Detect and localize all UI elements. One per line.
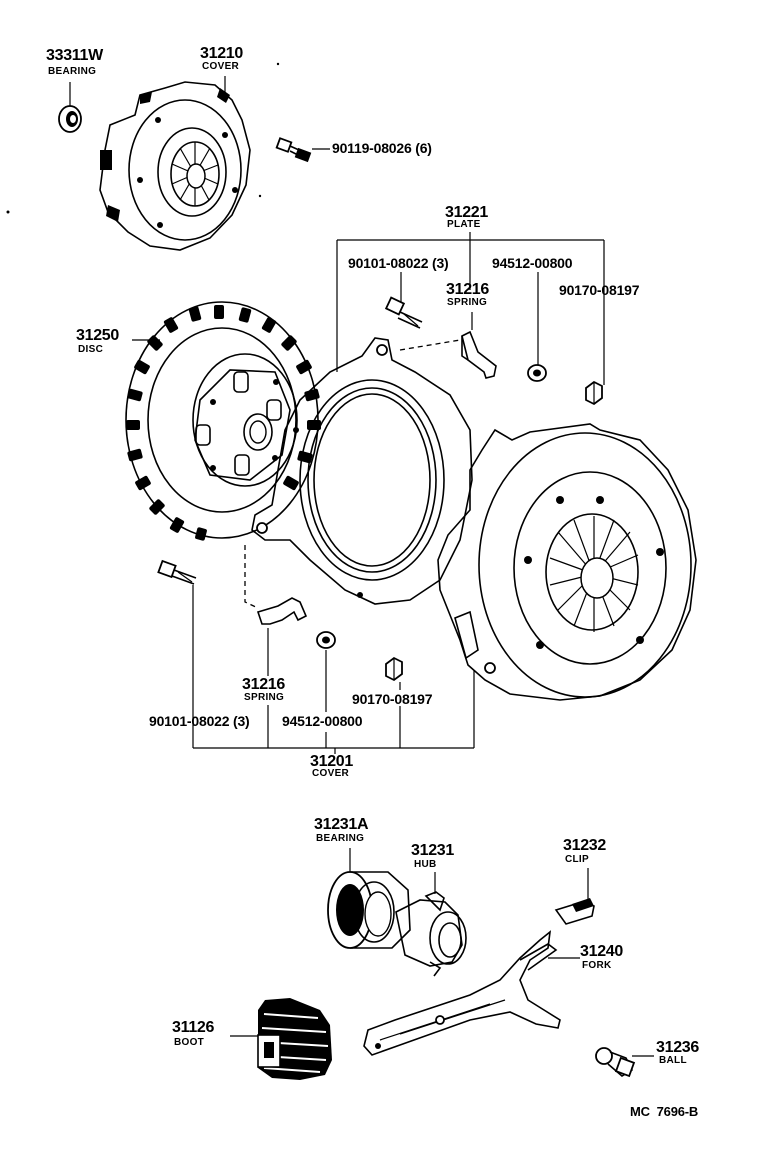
bolt-90101-bottom-drawing (157, 559, 197, 585)
part-name-bearing: BEARING (48, 66, 97, 77)
part-code-94512-00800-bottom: 94512-00800 (282, 713, 363, 729)
part-code-90101-08022-top: 90101-08022 (3) (348, 255, 449, 271)
bolt-90101-top-drawing (384, 296, 423, 329)
part-number-31221: 31221 (445, 204, 488, 221)
part-number-31250: 31250 (76, 327, 119, 344)
part-number-31216-bottom: 31216 (242, 676, 285, 693)
boot-31126-drawing (257, 998, 332, 1080)
part-number-31201: 31201 (310, 753, 353, 770)
plate-31221-bracket (336, 232, 605, 385)
clip-31232-drawing (554, 898, 595, 925)
bearing-33311w-drawing (58, 105, 82, 133)
part-code-90170-08197-bottom: 90170-08197 (352, 691, 433, 707)
part-number-31126: 31126 (172, 1019, 215, 1036)
part-number-31232: 31232 (563, 837, 606, 854)
fork-31240-drawing (363, 930, 561, 1056)
part-name-clip: CLIP (565, 854, 589, 865)
spring-31216-bottom-drawing (256, 597, 308, 625)
nut-90170-top-drawing (585, 380, 603, 406)
spring-31216-top-drawing (461, 330, 497, 379)
part-name-ball: BALL (659, 1055, 687, 1066)
part-name-cover-31201: COVER (312, 768, 350, 779)
part-code-90119-08026: 90119-08026 (6) (332, 140, 432, 156)
part-code-90101-08022-bottom: 90101-08022 (3) (149, 713, 250, 729)
ball-31236-drawing (595, 1047, 636, 1078)
part-name-plate: PLATE (447, 219, 481, 230)
part-name-fork: FORK (582, 960, 612, 971)
diagram-code: MC 7696-B (630, 1104, 699, 1119)
part-name-hub: HUB (414, 859, 437, 870)
part-number-33311w: 33311W (46, 47, 103, 64)
part-number-31231a: 31231A (314, 816, 369, 833)
plate-31221-drawing (251, 337, 473, 605)
part-name-spring-top: SPRING (447, 297, 488, 308)
cover-31201-bracket (192, 585, 475, 754)
part-number-31216-top: 31216 (446, 281, 489, 298)
part-code-90170-08197-top: 90170-08197 (559, 282, 640, 298)
part-name-boot: BOOT (174, 1037, 205, 1048)
cover-31201-drawing (437, 423, 697, 701)
part-number-31210: 31210 (200, 45, 243, 62)
bearing-31231a-drawing (327, 871, 411, 949)
part-name-bearing-31231a: BEARING (316, 833, 365, 844)
disc-31250-drawing (125, 301, 321, 541)
nut-94512-bottom-drawing (316, 631, 336, 649)
hub-31231-drawing (395, 891, 467, 977)
part-number-31240: 31240 (580, 943, 623, 960)
part-name-disc: DISC (78, 344, 104, 355)
part-number-31231: 31231 (411, 842, 454, 859)
bolt-90119-drawing (275, 137, 312, 163)
nut-94512-top-drawing (527, 364, 547, 382)
part-name-spring-bottom: SPRING (244, 692, 285, 703)
nut-90170-bottom-drawing (385, 656, 403, 682)
part-code-94512-00800-top: 94512-00800 (492, 255, 573, 271)
part-number-31236: 31236 (656, 1039, 699, 1056)
part-name-cover: COVER (202, 61, 240, 72)
cover-31210-drawing (99, 81, 251, 251)
